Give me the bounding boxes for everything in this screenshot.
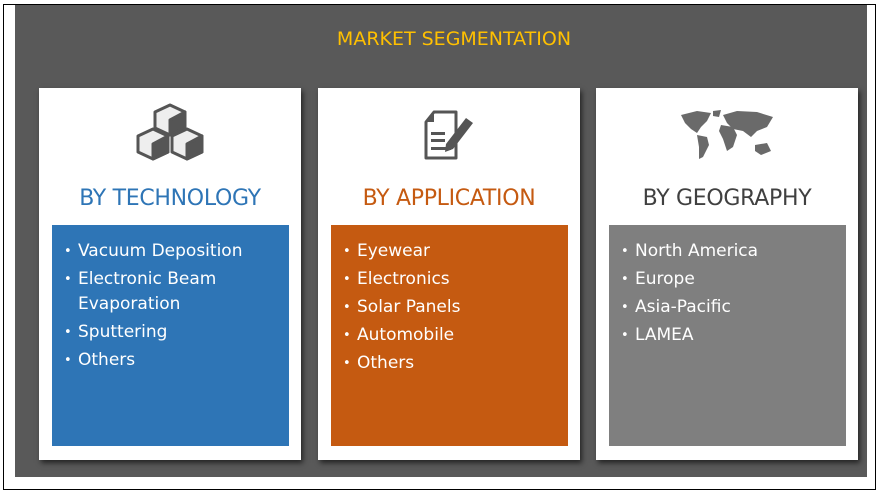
- segment-card-technology: BY TECHNOLOGY Vacuum Deposition Electron…: [39, 88, 301, 460]
- segment-list: North America Europe Asia-Pacific LAMEA: [609, 225, 846, 446]
- list-item: Europe: [621, 267, 836, 292]
- segment-list: Eyewear Electronics Solar Panels Automob…: [331, 225, 568, 446]
- world-map-icon: [596, 100, 858, 170]
- list-item: Others: [343, 351, 558, 376]
- list-item: Eyewear: [343, 239, 558, 264]
- segment-heading: BY APPLICATION: [362, 186, 536, 211]
- list-item: Sputtering: [64, 320, 279, 345]
- list-item: Solar Panels: [343, 295, 558, 320]
- list-item: LAMEA: [621, 323, 836, 348]
- segment-card-application: BY APPLICATION Eyewear Electronics Solar…: [318, 88, 580, 460]
- list-item: Automobile: [343, 323, 558, 348]
- segment-heading: BY TECHNOLOGY: [79, 186, 261, 211]
- list-item: Electronic Beam Evaporation: [64, 267, 279, 317]
- list-item: Others: [64, 348, 279, 373]
- cubes-icon: [39, 100, 301, 170]
- page-title: MARKET SEGMENTATION: [336, 28, 572, 50]
- segment-heading: BY GEOGRAPHY: [642, 186, 812, 211]
- segment-card-geography: BY GEOGRAPHY North America Europe Asia-P…: [596, 88, 858, 460]
- document-pencil-icon: [318, 100, 580, 170]
- list-item: North America: [621, 239, 836, 264]
- list-item: Vacuum Deposition: [64, 239, 279, 264]
- list-item: Asia-Pacific: [621, 295, 836, 320]
- segment-list: Vacuum Deposition Electronic Beam Evapor…: [52, 225, 289, 446]
- list-item: Electronics: [343, 267, 558, 292]
